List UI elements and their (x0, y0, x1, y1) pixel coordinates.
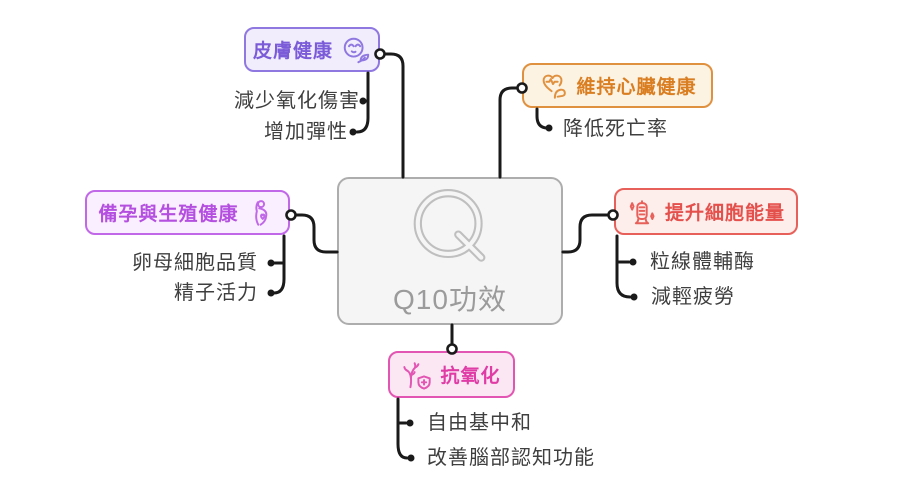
link-energy (561, 213, 611, 254)
branch-label: 皮膚健康 (253, 41, 334, 62)
child-dot (267, 259, 275, 267)
branch-heart-health[interactable]: 維持心臟健康 (522, 63, 713, 108)
link-fertility (292, 213, 339, 254)
battery-energy-icon (627, 197, 657, 227)
child-node-reduce-oxidative-damage[interactable]: 減少氧化傷害 (234, 90, 360, 112)
child-node-oocyte-quality[interactable]: 卵母細胞品質 (132, 252, 258, 274)
pregnant-person-icon (247, 198, 277, 228)
child-dot (359, 97, 367, 105)
trunk-energy (615, 234, 632, 299)
link-heart (498, 86, 520, 179)
link-skin (382, 52, 405, 179)
smiling-face-leaf-icon (341, 35, 371, 65)
root-label: Q10功效 (393, 284, 507, 315)
root-node[interactable]: Q10功效 (337, 177, 563, 325)
trunk-heart-child1 (535, 107, 548, 130)
trunk-fertility (272, 234, 286, 295)
child-node-sperm-vitality[interactable]: 精子活力 (174, 282, 258, 304)
branch-label: 備孕與生殖健康 (98, 204, 239, 225)
child-dot (545, 124, 553, 132)
child-node-increase-elasticity[interactable]: 增加彈性 (264, 121, 348, 143)
tree-shield-icon (402, 360, 432, 390)
branch-antioxidant[interactable]: 抗氧化 (388, 351, 515, 398)
child-dot (349, 128, 357, 136)
child-node-free-radical-neutralize[interactable]: 自由基中和 (427, 412, 532, 434)
child-dot (406, 419, 414, 427)
branch-label: 維持心臟健康 (576, 77, 697, 98)
child-dot (407, 454, 415, 462)
trunk-antioxidant (396, 397, 409, 460)
branch-skin-health[interactable]: 皮膚健康 (244, 27, 380, 72)
branch-label: 抗氧化 (440, 366, 501, 387)
child-node-mitochondrial-coenzyme[interactable]: 粒線體輔酶 (650, 251, 755, 273)
branch-label: 提升細胞能量 (664, 203, 785, 224)
child-dot (629, 258, 637, 266)
child-dot (267, 289, 275, 297)
child-node-reduce-fatigue[interactable]: 減輕疲勞 (651, 286, 735, 308)
child-dot (630, 293, 638, 301)
child-node-lower-mortality[interactable]: 降低死亡率 (563, 118, 668, 140)
branch-cell-energy[interactable]: 提升細胞能量 (614, 188, 798, 235)
branch-fertility-health[interactable]: 備孕與生殖健康 (85, 190, 290, 235)
child-node-brain-cognition[interactable]: 改善腦部認知功能 (427, 447, 595, 469)
q-logo-icon (413, 189, 486, 262)
heart-pulse-muscle-icon (538, 71, 568, 101)
